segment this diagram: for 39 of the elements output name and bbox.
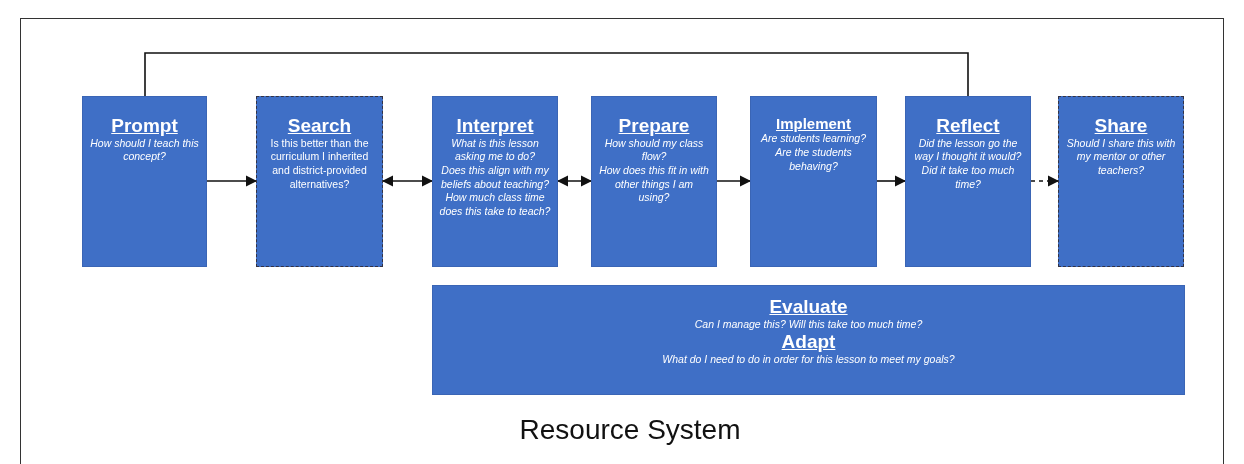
arrow xyxy=(876,175,907,187)
box-question: Are students learning? xyxy=(760,132,867,146)
box-question: How should my class flow? xyxy=(603,136,705,165)
arrow xyxy=(206,175,258,187)
process-box xyxy=(905,96,1031,267)
process-box xyxy=(591,96,717,267)
box-heading: Implement xyxy=(776,115,851,133)
box-question: What is this lesson asking me to do? xyxy=(450,136,540,165)
connector-line xyxy=(144,52,969,97)
box-question: What do I need to do in order for this lesson to meet my goals? xyxy=(662,353,955,367)
box-heading: Share xyxy=(1094,115,1148,137)
box-heading: Prompt xyxy=(111,115,178,137)
arrow xyxy=(716,175,752,187)
box-question: How does this fit in with other things I am using? xyxy=(598,164,710,206)
arrow xyxy=(381,175,434,187)
process-box xyxy=(432,285,1185,395)
arrow xyxy=(556,175,593,187)
box-heading: Reflect xyxy=(936,115,1000,137)
box-question: Did the lesson go the way I thought it would? xyxy=(913,136,1023,165)
box-question: How much class time does this take to teach? xyxy=(439,191,551,219)
box-heading: Interpret xyxy=(456,115,534,137)
arrow xyxy=(1030,175,1060,187)
caption: Resource System xyxy=(518,414,742,446)
box-heading: Adapt xyxy=(781,331,836,354)
box-question: Should I share this with my mentor or other teachers? xyxy=(1065,136,1177,178)
box-question: How should I teach this concept? xyxy=(89,136,200,165)
box-question: Did it take too much time? xyxy=(920,164,1016,192)
process-box xyxy=(256,96,383,267)
box-heading: Evaluate xyxy=(769,296,848,318)
process-box xyxy=(432,96,558,267)
box-question: Can I manage this? Will this take too much time? xyxy=(694,317,923,332)
box-heading: Prepare xyxy=(618,115,690,137)
process-box xyxy=(82,96,207,267)
box-heading: Search xyxy=(287,115,352,137)
box-question: Is this better than the curriculum I inherited and district-provided alternatives? xyxy=(269,136,370,192)
box-question: Does this align with my beliefs about teaching? xyxy=(440,164,550,192)
process-box xyxy=(1058,96,1184,267)
box-question: Are the students behaving? xyxy=(774,145,853,174)
process-box xyxy=(750,96,877,267)
